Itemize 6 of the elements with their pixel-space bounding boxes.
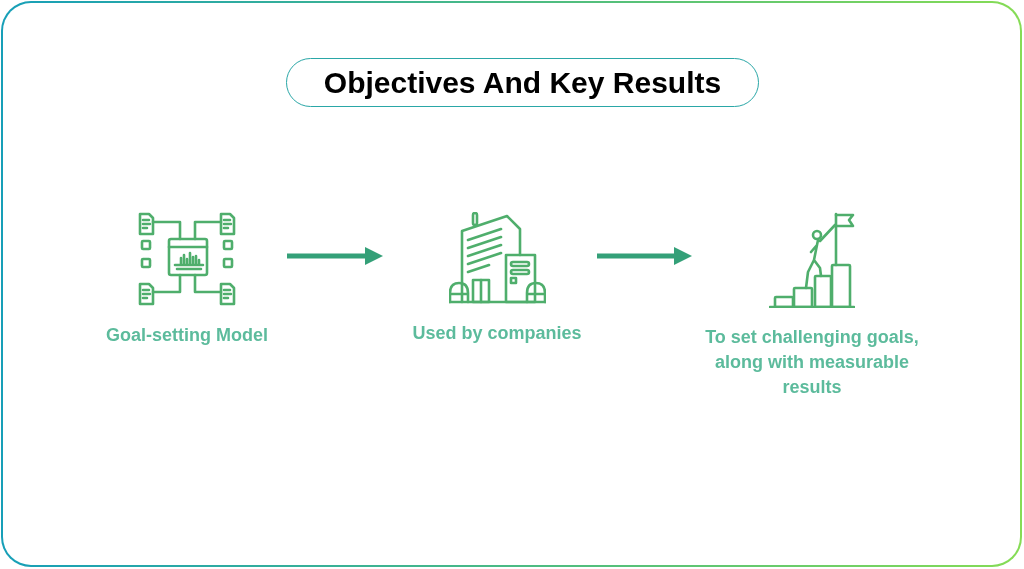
diagram-title: Objectives And Key Results (323, 67, 722, 98)
arrow (597, 247, 692, 265)
step-label: Goal-setting Model (106, 324, 268, 347)
step-label: Used by companies (412, 322, 582, 345)
arrow (287, 247, 383, 265)
step-label: To set challenging goals, along with measurable results (704, 326, 920, 399)
